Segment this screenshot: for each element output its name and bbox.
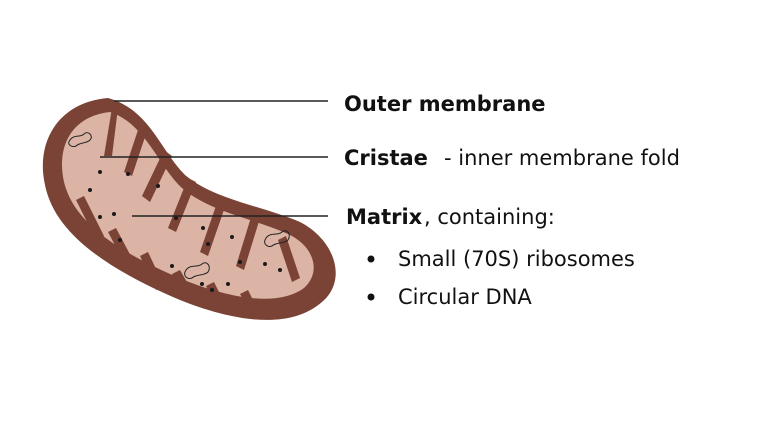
cristae-description: - inner membrane fold — [444, 146, 680, 170]
bullet-item-ribosomes: Small (70S) ribosomes — [398, 247, 635, 271]
bullet-dot — [367, 255, 375, 263]
circular-dna — [68, 132, 290, 279]
cristae-label: Cristae — [344, 146, 428, 170]
matrix-description: , containing: — [424, 205, 555, 229]
outer-membrane-label: Outer membrane — [344, 92, 546, 116]
matrix-label: Matrix — [346, 205, 423, 229]
inner-membrane — [61, 112, 314, 299]
bullet-dot — [367, 293, 375, 301]
bullet-item-dna: Circular DNA — [398, 285, 532, 309]
ribosomes — [88, 170, 282, 292]
